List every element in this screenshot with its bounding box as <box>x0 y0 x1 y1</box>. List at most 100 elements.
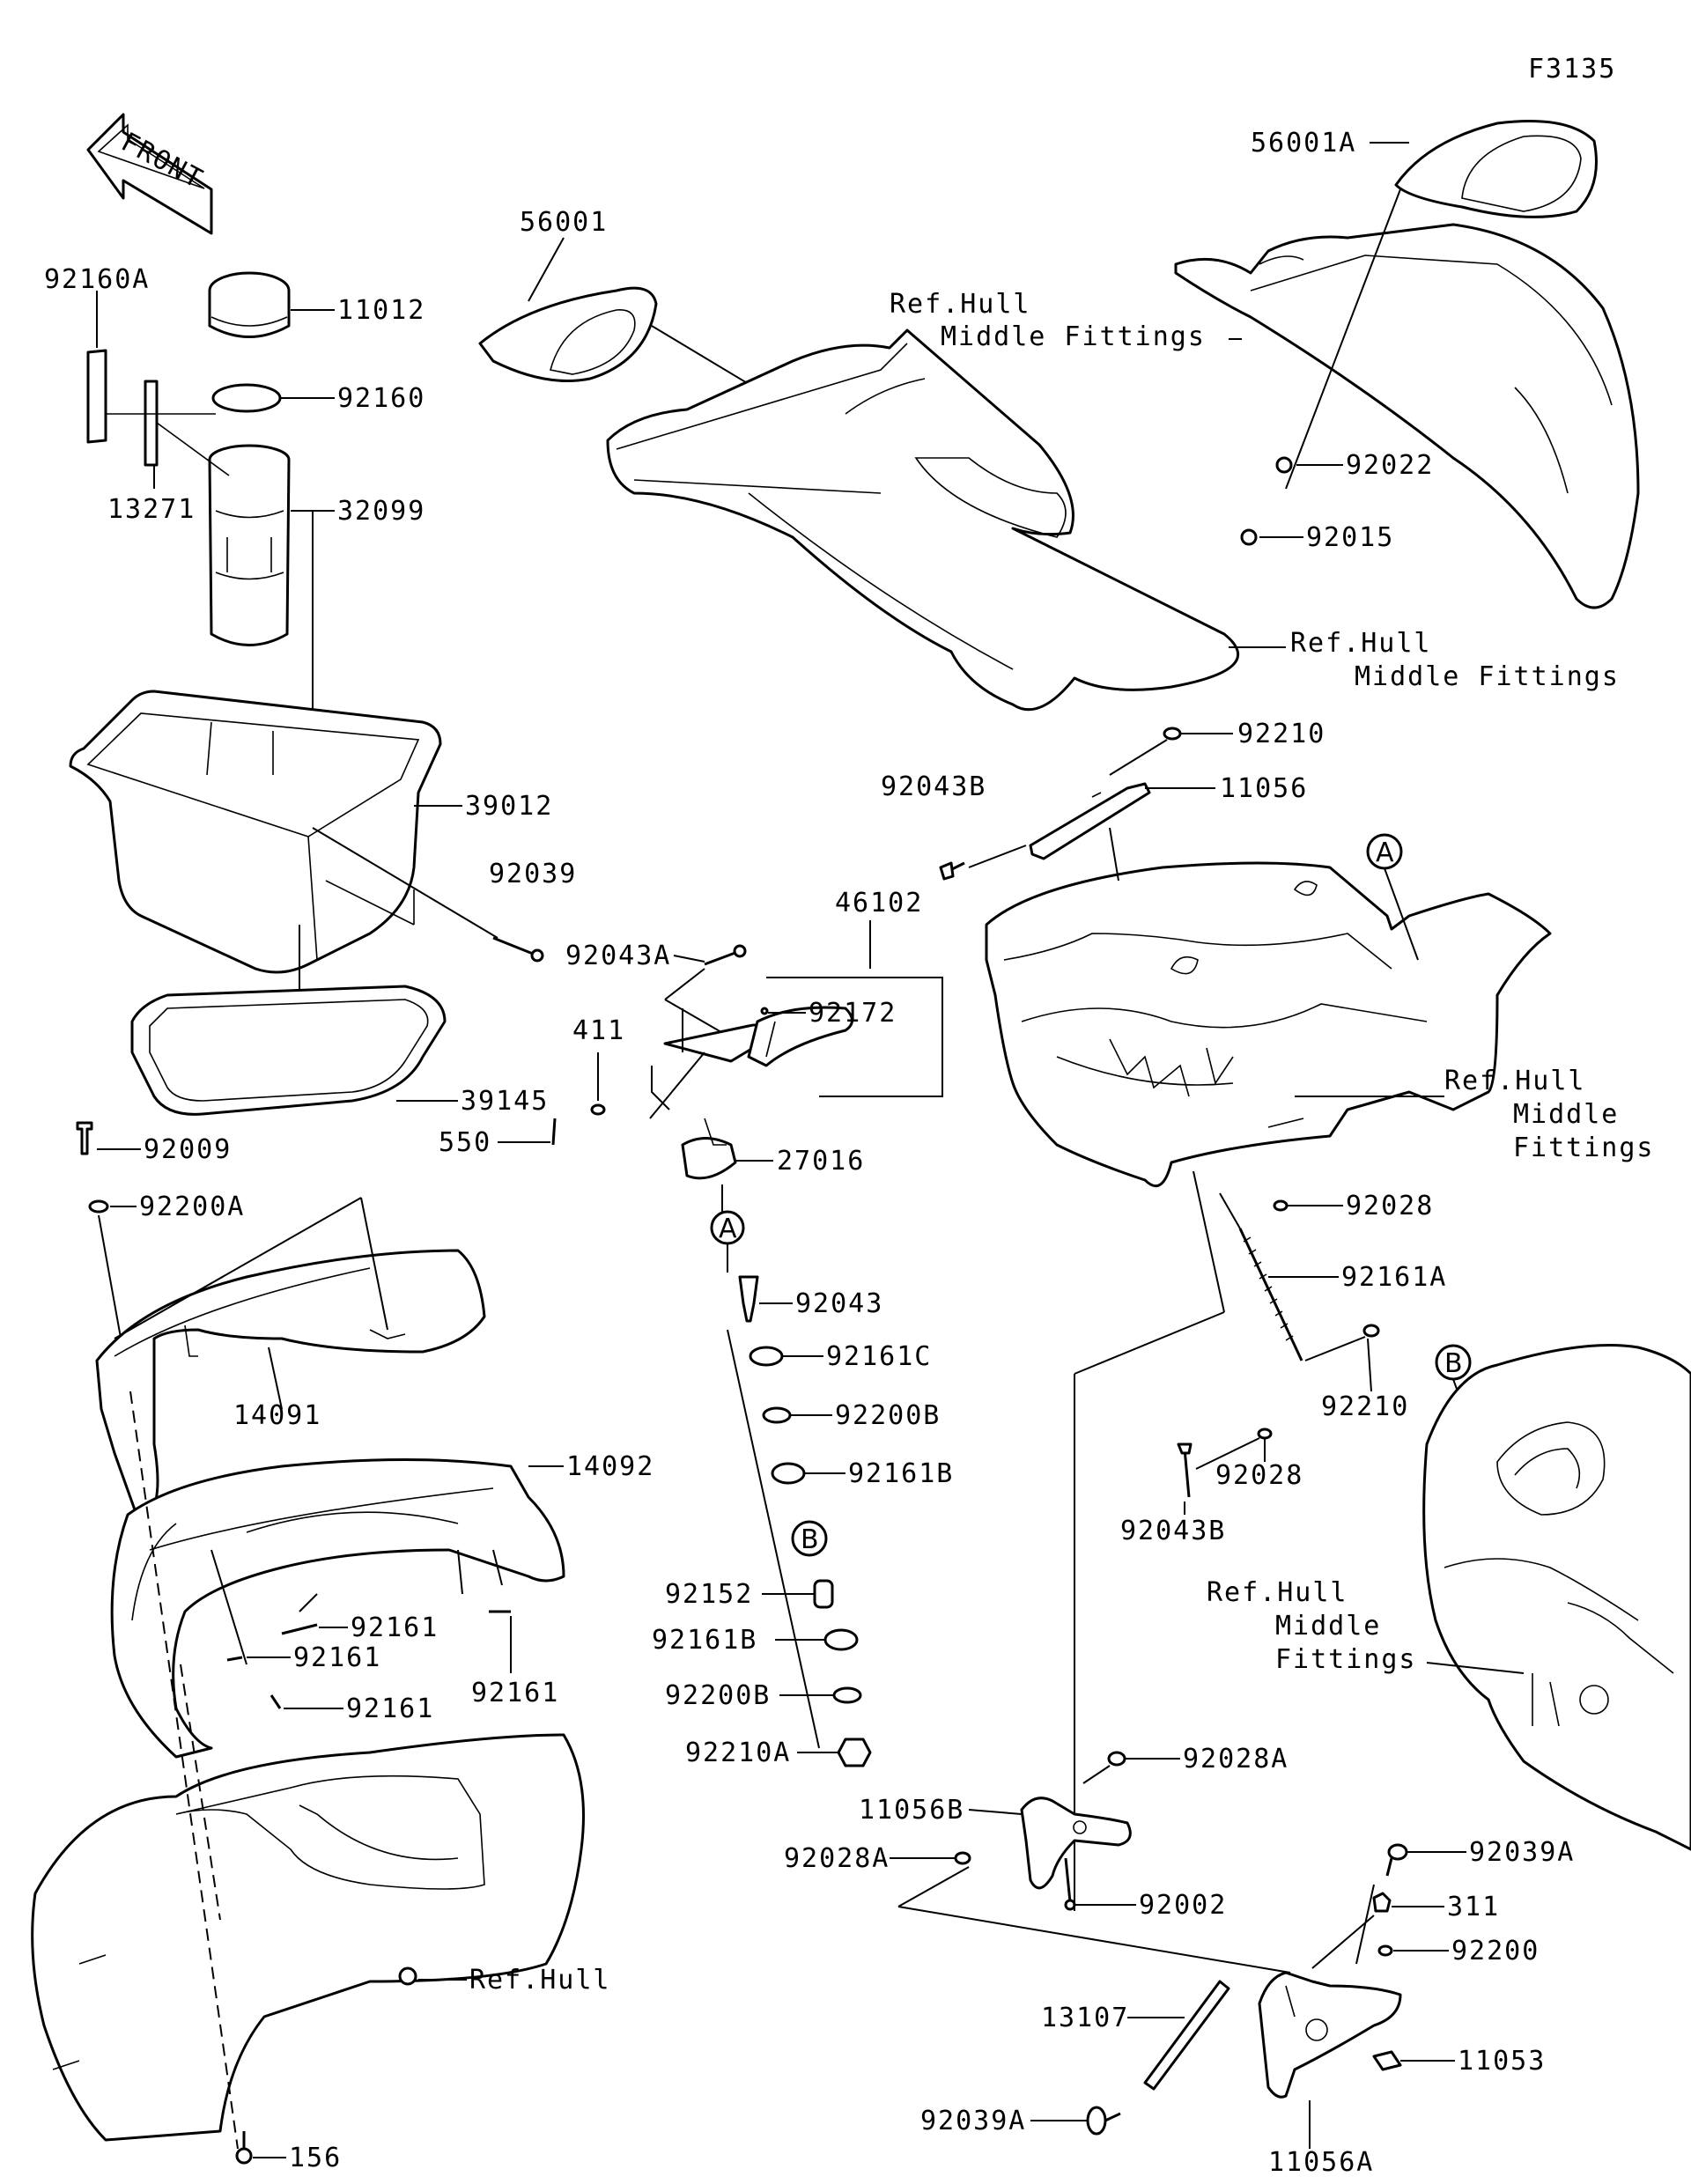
label-92160: 92160 <box>337 383 425 414</box>
part-92160-drawing <box>211 383 282 413</box>
label-92039A-b: 92039A <box>920 2106 1026 2136</box>
hull-middle-upper-drawing <box>606 328 1240 712</box>
label-156: 156 <box>289 2143 342 2173</box>
label-92028-b: 92028 <box>1215 1460 1303 1491</box>
label-92200: 92200 <box>1451 1936 1540 1966</box>
label-92161B-b: 92161B <box>652 1625 757 1656</box>
label-refhull-right-2: Middle <box>1513 1099 1619 1130</box>
part-92043A-drawing <box>704 944 747 966</box>
part-311-drawing <box>1372 1892 1392 1913</box>
part-27016-drawing <box>681 1118 737 1180</box>
part-11012-drawing <box>208 271 291 338</box>
label-92161A: 92161A <box>1341 1262 1447 1293</box>
part-92161-pins-drawing <box>226 1610 511 1709</box>
part-92009-drawing <box>76 1121 93 1155</box>
label-92161-4: 92161 <box>471 1678 559 1708</box>
label-39012: 39012 <box>465 791 553 822</box>
label-56001: 56001 <box>520 207 608 238</box>
label-92200B-a: 92200B <box>835 1400 941 1431</box>
part-56001-drawing <box>478 286 658 382</box>
label-13107: 13107 <box>1041 2003 1129 2033</box>
part-92028A-a-drawing <box>1107 1751 1126 1767</box>
part-92200B-a-drawing <box>762 1406 792 1424</box>
part-11056-drawing <box>1029 782 1151 860</box>
part-156-drawing <box>235 2131 253 2165</box>
ref-marker-A-center-label: A <box>719 1214 737 1244</box>
label-92152: 92152 <box>665 1579 753 1610</box>
label-92161C: 92161C <box>826 1341 932 1372</box>
part-92161B-b-drawing <box>823 1628 859 1651</box>
label-refhull-lower-1: Ref.Hull <box>1207 1577 1348 1608</box>
part-92039-drawing <box>492 936 544 963</box>
part-56001A-drawing <box>1394 120 1598 218</box>
label-46102: 46102 <box>835 888 923 919</box>
label-refhull-lower-3: Fittings <box>1275 1644 1417 1675</box>
part-13271-drawing <box>144 380 159 467</box>
part-92039A-a-drawing <box>1385 1843 1408 1877</box>
part-92200A-drawing <box>88 1199 109 1214</box>
part-92161A-drawing <box>1238 1228 1303 1361</box>
label-92028A-a: 92028A <box>1183 1744 1289 1774</box>
label-311: 311 <box>1447 1892 1500 1922</box>
label-11056: 11056 <box>1220 773 1308 804</box>
label-refhull-lower-2: Middle <box>1275 1611 1381 1642</box>
part-11056A-drawing <box>1258 1971 1402 2099</box>
part-92028-b-drawing <box>1257 1428 1273 1440</box>
part-14091-drawing <box>95 1249 486 1516</box>
label-13271: 13271 <box>107 494 196 525</box>
label-refhull-top-1: Ref.Hull <box>890 289 1031 320</box>
ref-marker-A-right-label: A <box>1376 837 1394 868</box>
part-92210-top-drawing <box>1163 727 1182 741</box>
label-11056A: 11056A <box>1268 2147 1374 2178</box>
label-411: 411 <box>572 1015 625 1046</box>
front-arrow-icon: FRONT <box>86 113 213 235</box>
label-92043B-top: 92043B <box>881 771 986 802</box>
ref-marker-B-center-label: B <box>801 1524 819 1555</box>
label-refhull-top-2: Middle Fittings <box>941 321 1206 352</box>
label-92022: 92022 <box>1346 450 1434 481</box>
label-92009: 92009 <box>144 1134 232 1165</box>
part-92200-drawing <box>1377 1944 1393 1957</box>
label-92039A-a: 92039A <box>1469 1837 1575 1868</box>
label-92043: 92043 <box>795 1288 883 1319</box>
label-27016: 27016 <box>777 1146 865 1177</box>
label-32099: 32099 <box>337 496 425 527</box>
part-92028-a-drawing <box>1273 1199 1289 1212</box>
label-refhull-mid-2: Middle Fittings <box>1355 661 1620 692</box>
label-39145: 39145 <box>461 1086 549 1117</box>
label-92200A: 92200A <box>139 1192 245 1222</box>
part-92160A-drawing <box>86 349 107 444</box>
hull-front-drawing <box>31 1733 585 2142</box>
label-92161-2: 92161 <box>293 1642 381 1673</box>
hull-lower-right-drawing <box>1422 1344 1691 1851</box>
part-550-drawing <box>551 1118 557 1146</box>
part-92028A-b-drawing <box>954 1851 971 1865</box>
label-92039: 92039 <box>489 859 577 889</box>
label-92210A: 92210A <box>685 1738 791 1768</box>
label-92172: 92172 <box>809 998 897 1029</box>
part-46102-drawing <box>663 1006 853 1067</box>
label-92200B-b: 92200B <box>665 1680 771 1711</box>
part-13107-drawing <box>1143 1980 1230 2091</box>
label-92210-b: 92210 <box>1321 1391 1409 1422</box>
label-92028-a: 92028 <box>1346 1191 1434 1221</box>
label-56001A: 56001A <box>1251 128 1356 159</box>
part-92161C-drawing <box>749 1346 784 1367</box>
label-92160A: 92160A <box>44 264 150 295</box>
hull-middle-right-drawing <box>1174 223 1640 609</box>
label-92161-3: 92161 <box>346 1693 434 1724</box>
label-92161B-a: 92161B <box>848 1458 954 1489</box>
part-92002-drawing <box>1064 1857 1076 1911</box>
label-11053: 11053 <box>1458 2046 1546 2077</box>
ref-marker-B-right-label: B <box>1444 1348 1463 1379</box>
part-11056B-drawing <box>1020 1797 1132 1890</box>
part-92043B-b-drawing <box>1177 1442 1193 1498</box>
part-92200B-b-drawing <box>832 1686 862 1704</box>
part-411-drawing <box>590 1103 606 1116</box>
part-11053-drawing <box>1372 2050 1402 2071</box>
label-11012: 11012 <box>337 295 425 326</box>
part-92039A-b-drawing <box>1086 2106 1121 2136</box>
part-14092-drawing <box>110 1458 565 1759</box>
figure-code: F3135 <box>1528 54 1616 85</box>
